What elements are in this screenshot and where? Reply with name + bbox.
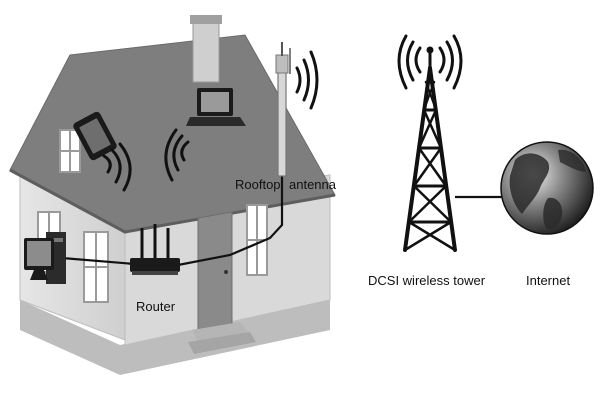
door-step-lower [188,332,256,354]
internet-label: Internet [526,273,570,288]
side-window-right [83,231,109,303]
tablet-icon [73,111,117,161]
laptop-icon [186,88,246,126]
door-step [192,322,248,342]
antenna-signal-icon [295,50,319,110]
antenna-label: antenna [289,177,337,192]
wifi-waves [102,34,463,192]
desktop-computer-icon [24,232,66,284]
cable-computer-router [61,256,136,266]
house-base [20,300,330,375]
tower-label: DCSI wireless tower [368,273,486,288]
chimney [192,21,220,83]
door-knob [224,270,228,274]
laptop-signal-icon [164,128,190,182]
rooftop-antenna-icon [275,42,291,177]
wireless-tower-icon [403,46,457,252]
chimney-cap [190,15,222,24]
cable-router-antenna [177,170,284,267]
gable-window [59,129,81,173]
tower-signal-icon [397,34,463,90]
tablet-signal-icon [102,142,132,192]
router-icon [130,224,180,275]
rooftop-label: Rooftop [235,177,281,192]
router-label: Router [136,299,176,314]
internet-globe-icon [500,141,594,235]
